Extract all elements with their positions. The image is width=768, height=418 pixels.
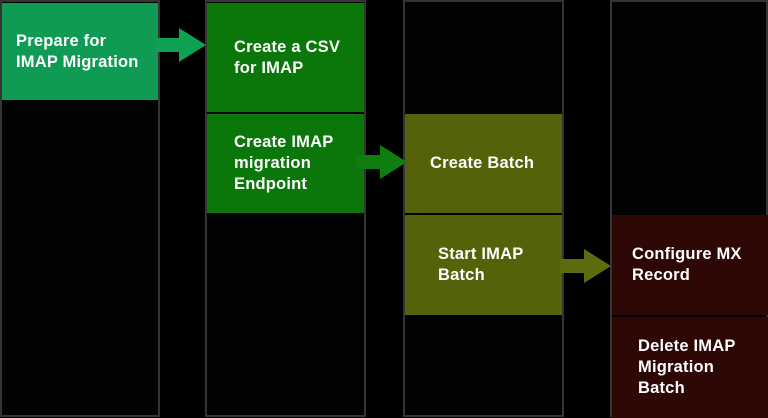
step-label: Delete IMAP Migration Batch <box>638 337 736 397</box>
step-create-a-csv-for-imap: Create a CSV for IMAP <box>207 3 364 112</box>
step-label: Configure MX Record <box>632 245 742 284</box>
step-label: Create IMAP migration Endpoint <box>234 133 334 193</box>
step-label: Prepare for IMAP Migration <box>16 31 139 71</box>
right-arrow-icon-endpoint-to-batch <box>356 145 407 179</box>
step-prepare-for-imap-migration: Prepare for IMAP Migration <box>2 3 158 100</box>
right-arrow-icon-batch-to-mx <box>560 249 611 283</box>
step-delete-imap-migration-batch: Delete IMAP Migration Batch <box>612 317 768 418</box>
step-configure-mx-record: Configure MX Record <box>612 215 768 315</box>
step-create-batch: Create Batch <box>405 114 562 213</box>
step-start-imap-batch: Start IMAP Batch <box>405 215 562 315</box>
step-label: Start IMAP Batch <box>438 245 524 284</box>
step-create-imap-migration-endpoint: Create IMAP migration Endpoint <box>207 114 364 213</box>
step-label: Create a CSV for IMAP <box>234 37 341 77</box>
right-arrow-icon-prepare-to-csv <box>155 28 206 62</box>
step-label: Create Batch <box>430 154 535 172</box>
